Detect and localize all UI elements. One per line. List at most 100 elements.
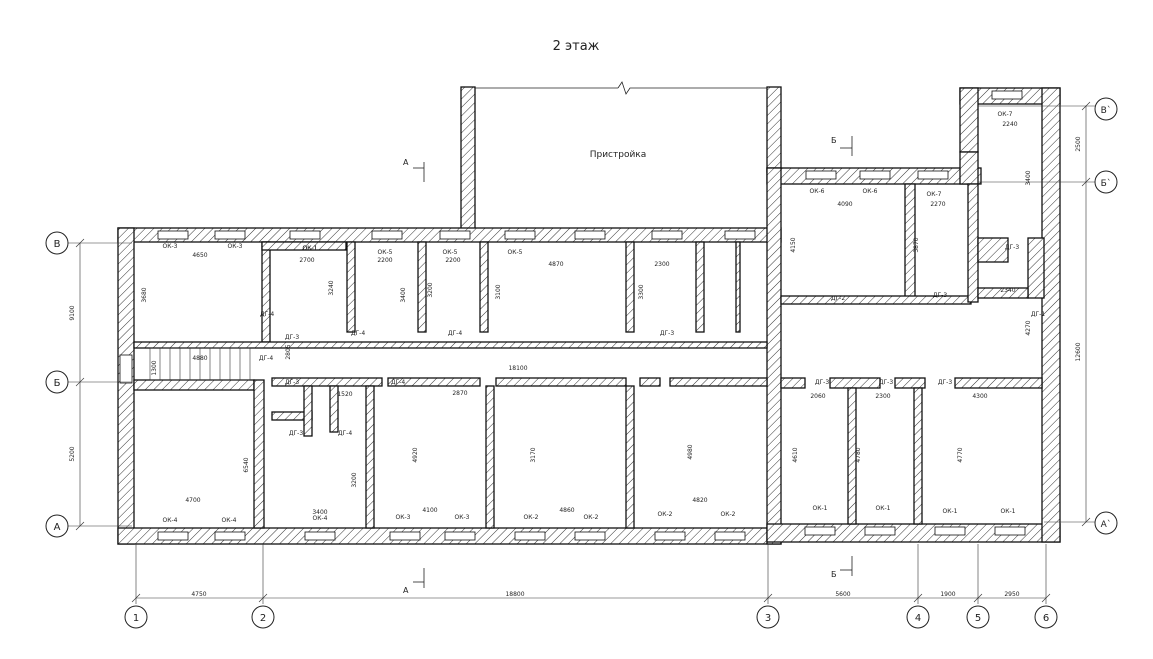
axes-bottom: 4750 18800 5600 1900 2950 1 2 3 4 5 6 bbox=[124, 544, 1058, 629]
dim-corridor-w: 18100 bbox=[508, 365, 527, 372]
door-tag: ДГ-3 bbox=[938, 379, 953, 386]
dim-r8-h: 3870 bbox=[913, 237, 920, 252]
axis-label-right-2: А` bbox=[1101, 519, 1112, 530]
window-tag: ОК-4 bbox=[163, 517, 178, 524]
dim-stair-h: 1300 bbox=[151, 360, 158, 375]
dim-b6-h: 4610 bbox=[792, 447, 799, 462]
room-dimensions: 4650 3680 2700 3240 2200 3400 2200 3200 … bbox=[141, 121, 1032, 516]
window-tag: ОК-3 bbox=[163, 243, 178, 250]
section-mark-a-bottom: А bbox=[403, 568, 425, 595]
svg-text:А: А bbox=[403, 586, 409, 595]
window-tag: ОК-1 bbox=[813, 505, 828, 512]
svg-text:Б: Б bbox=[831, 136, 837, 145]
window-tag: ОК-3 bbox=[396, 514, 411, 521]
axis-label-bottom-5: 6 bbox=[1043, 613, 1049, 624]
floor-title: 2 этаж bbox=[553, 39, 600, 54]
axis-label-bottom-1: 2 bbox=[260, 613, 266, 624]
window-tag: ОК-4 bbox=[222, 517, 237, 524]
dim-b2-h: 3200 bbox=[351, 472, 358, 487]
door-tag: ДГ-4 bbox=[260, 311, 275, 318]
section-mark-a-top: А bbox=[403, 158, 425, 182]
interior-walls bbox=[133, 241, 768, 529]
dim-r7-h: 4150 bbox=[790, 237, 797, 252]
dim-r5-h: 3100 bbox=[495, 284, 502, 299]
window-tag: ОК-1 bbox=[943, 508, 958, 515]
dim-r8-w: 2270 bbox=[930, 201, 945, 208]
annex-label: Пристройка bbox=[590, 150, 647, 160]
dim-r1-w: 4650 bbox=[192, 252, 207, 259]
dim-b2-w: 3400 bbox=[312, 509, 327, 516]
window-tag: ОК-7 bbox=[998, 111, 1013, 118]
annex: Пристройка bbox=[460, 81, 782, 230]
dim-bottom-4: 2950 bbox=[1004, 591, 1019, 598]
dim-b5-h: 4980 bbox=[687, 444, 694, 459]
axis-label-bottom-4: 5 bbox=[975, 613, 981, 624]
dim-b5-w: 4820 bbox=[692, 497, 707, 504]
dim-left-0: 9100 bbox=[69, 305, 76, 320]
window-tag: ОК-3 bbox=[455, 514, 470, 521]
dim-r6-h: 3300 bbox=[638, 284, 645, 299]
axes-left: 9100 5200 В Б А bbox=[45, 231, 132, 538]
dim-r3-w: 2200 bbox=[377, 257, 392, 264]
dim-b3-h: 4920 bbox=[412, 447, 419, 462]
window-tag: ОК-6 bbox=[863, 188, 878, 195]
dim-b8-w: 4300 bbox=[972, 393, 987, 400]
window-tag: ОК-5 bbox=[508, 249, 523, 256]
dim-right-1: 12600 bbox=[1075, 342, 1082, 361]
dim-left-1: 5200 bbox=[69, 446, 76, 461]
axis-label-bottom-2: 3 bbox=[765, 613, 771, 624]
door-tag: ДГ-1 bbox=[1031, 311, 1046, 318]
dim-bottom-1: 18800 bbox=[505, 591, 524, 598]
dim-r4-w: 2200 bbox=[445, 257, 460, 264]
door-tag: ДГ-4 bbox=[259, 355, 274, 362]
window-tag: ОК-6 bbox=[810, 188, 825, 195]
dim-r2-h: 3240 bbox=[328, 280, 335, 295]
axis-label-left-1: Б bbox=[54, 378, 61, 389]
dim-r2-w: 2700 bbox=[299, 257, 314, 264]
window-tag: ОК-1 bbox=[303, 245, 318, 252]
staircase bbox=[149, 347, 251, 381]
dim-bottom-3: 1900 bbox=[940, 591, 955, 598]
dim-bottom-0: 4750 bbox=[191, 591, 206, 598]
dim-r6-w: 2300 bbox=[654, 261, 669, 268]
door-tag: ДГ-4 bbox=[338, 430, 353, 437]
axis-label-left-0: В bbox=[54, 239, 61, 250]
dim-b4-h: 3170 bbox=[530, 447, 537, 462]
window-tag: ОК-2 bbox=[658, 511, 673, 518]
window-tag: ОК-2 bbox=[721, 511, 736, 518]
axis-label-left-2: А bbox=[54, 522, 61, 533]
dim-r1-h: 3680 bbox=[141, 287, 148, 302]
dim-r9-w: 2240 bbox=[1002, 121, 1017, 128]
windows bbox=[119, 90, 1026, 541]
window-tag: ОК-4 bbox=[313, 515, 328, 522]
door-tag: ДГ-4 bbox=[351, 330, 366, 337]
dim-right-0: 2500 bbox=[1075, 136, 1082, 151]
dim-b7-h: 4780 bbox=[855, 447, 862, 462]
dim-stair-w: 4880 bbox=[192, 355, 207, 362]
door-tag: ДГ-3 bbox=[815, 379, 830, 386]
door-tag: ДГ-3 bbox=[660, 330, 675, 337]
window-tag: ОК-1 bbox=[1001, 508, 1016, 515]
dim-hall-h: 4270 bbox=[1025, 320, 1032, 335]
dim-b4-w: 4860 bbox=[559, 507, 574, 514]
dim-hall-w: 2340 bbox=[1000, 287, 1015, 294]
window-tag: ОК-5 bbox=[443, 249, 458, 256]
window-tag: ОК-1 bbox=[876, 505, 891, 512]
axes-right: 2500 12600 В` Б` А` bbox=[978, 97, 1118, 535]
dim-bottom-2: 5600 bbox=[835, 591, 850, 598]
door-tag: ДГ-3 bbox=[933, 292, 948, 299]
dim-b1-w: 4700 bbox=[185, 497, 200, 504]
dim-b6-w: 2060 bbox=[810, 393, 825, 400]
door-tag: ДГ-4 bbox=[391, 379, 406, 386]
dim-2870: 2870 bbox=[452, 390, 467, 397]
door-tag: ДГ-3 bbox=[289, 430, 304, 437]
dim-b7-w: 2300 bbox=[875, 393, 890, 400]
axis-label-bottom-3: 4 bbox=[915, 613, 921, 624]
dim-b3-w: 4100 bbox=[422, 507, 437, 514]
svg-text:Б: Б bbox=[831, 570, 837, 579]
door-tag: ДГ-4 bbox=[448, 330, 463, 337]
door-tag: ДГ-3 bbox=[1005, 244, 1020, 251]
dim-r4-h: 3200 bbox=[427, 282, 434, 297]
axis-label-bottom-0: 1 bbox=[133, 613, 139, 624]
